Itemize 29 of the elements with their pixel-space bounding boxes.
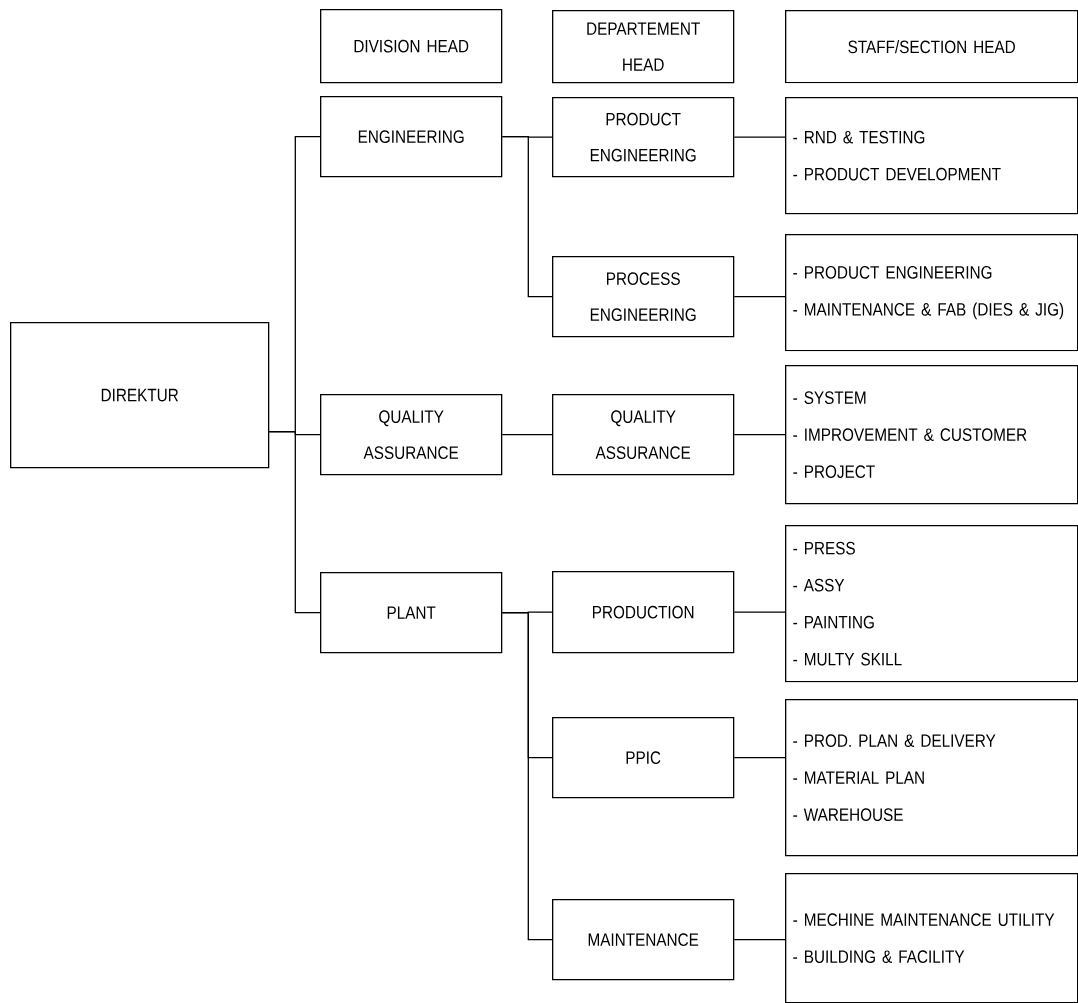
section-list-box: - PROD. PLAN & DELIVERY - MATERIAL PLAN - WAREHOUSE [785, 699, 1078, 857]
connector-line [733, 757, 786, 759]
org-box: MAINTENANCE [552, 899, 735, 981]
org-box: ENGINEERING [320, 96, 503, 178]
org-box: QUALITY ASSURANCE [552, 394, 735, 476]
section-list-box: - PRODUCT ENGINEERING - MAINTENANCE & FAB (DIES & JIG) [785, 234, 1078, 352]
section-list-box: - MECHINE MAINTENANCE UTILITY - BUILDING & FACILITY [785, 873, 1078, 1003]
section-list-box: - SYSTEM - IMPROVEMENT & CUSTOMER - PROJECT [785, 365, 1078, 505]
connector-line [733, 296, 786, 298]
org-box: PRODUCTION [552, 571, 735, 654]
org-box: PROCESS ENGINEERING [552, 256, 735, 338]
org-box: PPIC [552, 717, 735, 799]
org-box: PRODUCT ENGINEERING [552, 97, 735, 178]
column-header-box: DIVISION HEAD [320, 9, 503, 84]
column-header-box: DEPARTEMENT HEAD [552, 10, 735, 84]
org-box: PLANT [320, 572, 503, 654]
section-list-box: - PRESS - ASSY - PAINTING - MULTY SKILL [785, 525, 1078, 683]
connector-line [733, 939, 786, 941]
column-header-box: STAFF/SECTION HEAD [785, 10, 1078, 84]
connector-line [501, 434, 553, 436]
connector-line [733, 136, 786, 138]
connector-line [268, 431, 321, 614]
connector-line [501, 136, 553, 298]
org-box: DIREKTUR [10, 322, 270, 469]
section-list-box: - RND & TESTING - PRODUCT DEVELOPMENT [785, 97, 1078, 215]
connector-line [501, 612, 553, 941]
connector-line [733, 611, 786, 613]
connector-line [733, 434, 786, 436]
org-box: QUALITY ASSURANCE [320, 394, 503, 476]
